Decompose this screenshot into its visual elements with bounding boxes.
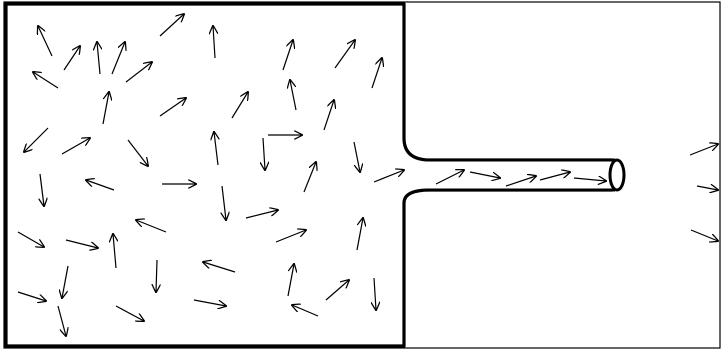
outer-frame [3, 1, 721, 349]
molecule-arrow [156, 259, 157, 292]
stream-arrow [469, 171, 500, 178]
molecule-arrow [159, 98, 186, 117]
molecule-arrow [374, 277, 376, 310]
molecule-arrow [214, 132, 218, 166]
molecule-arrow [111, 42, 125, 75]
molecule-arrow [63, 46, 80, 71]
molecule-arrow [203, 262, 236, 273]
outside-arrow [696, 186, 718, 190]
molecule-arrow [371, 58, 382, 89]
stream-molecule-arrows [435, 170, 606, 187]
molecule-arrow [373, 170, 404, 183]
stream-arrow [573, 178, 606, 181]
molecule-arrow [290, 80, 297, 111]
molecule-arrow [323, 100, 334, 131]
molecule-arrow [24, 127, 49, 152]
molecule-arrow [62, 265, 69, 298]
molecule-arrow [159, 14, 184, 37]
molecule-arrow [57, 305, 66, 336]
molecule-arrow [17, 291, 46, 301]
molecule-arrow [213, 26, 215, 59]
molecule-arrow [325, 280, 349, 301]
nozzle-opening [608, 158, 626, 192]
molecule-arrow [222, 185, 226, 220]
molecule-arrow [33, 72, 59, 89]
outside-arrow [690, 229, 718, 241]
molecule-arrow [127, 139, 148, 166]
stream-arrow [505, 176, 536, 187]
molecule-arrow [245, 210, 278, 219]
molecule-arrow [38, 26, 53, 57]
molecule-arrow [275, 230, 306, 243]
container-molecule-arrows [17, 14, 404, 336]
molecule-arrow [61, 138, 90, 155]
molecule-arrow [40, 173, 44, 206]
molecule-arrow [353, 141, 360, 172]
molecule-arrow [86, 180, 115, 191]
molecule-arrow [231, 92, 248, 119]
molecule-arrow [263, 137, 265, 170]
molecule-arrow [303, 162, 316, 193]
molecule-arrow [136, 220, 167, 233]
molecule-arrow [193, 299, 226, 306]
outside-arrow [689, 144, 718, 156]
molecule-arrow [356, 218, 363, 251]
nozzle-tube [406, 158, 615, 192]
stream-arrow [539, 172, 570, 181]
molecule-arrow [292, 305, 319, 317]
molecule-arrow [287, 264, 294, 297]
stream-arrow [435, 170, 464, 185]
molecule-arrow [65, 239, 98, 248]
molecule-arrow [97, 42, 100, 75]
molecule-arrow [282, 40, 293, 71]
molecule-arrow [115, 305, 144, 321]
molecule-arrow [102, 92, 109, 125]
molecule-arrow [113, 234, 116, 269]
molecule-arrow [334, 40, 355, 69]
outside-molecule-arrows [689, 144, 718, 241]
molecule-arrow [17, 231, 44, 247]
molecule-arrow [125, 62, 152, 83]
